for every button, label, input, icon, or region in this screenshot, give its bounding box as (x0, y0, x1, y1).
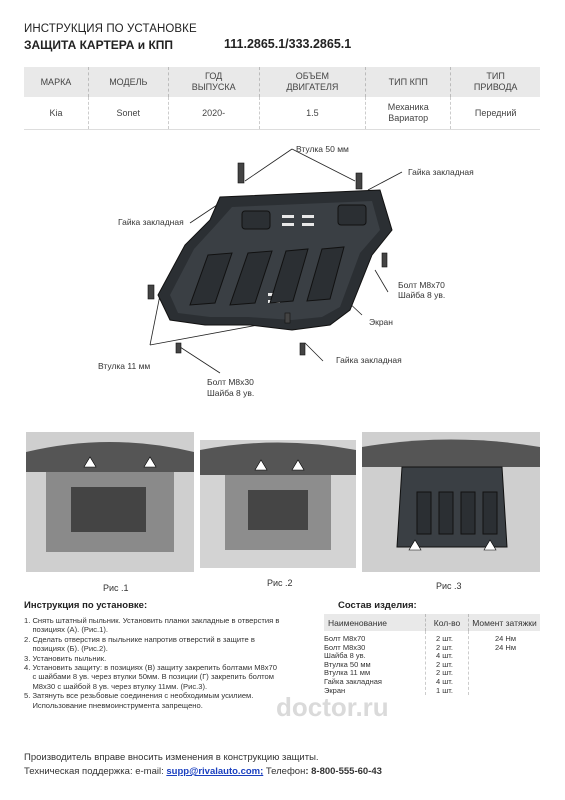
part-name: Шайба 8 ув. (324, 651, 366, 661)
footer-support: Техническая поддержка: e-mail: supp@riva… (24, 766, 382, 777)
product-title: ЗАЩИТА КАРТЕРА и КПП (24, 38, 174, 52)
part-name: Экран (324, 685, 346, 695)
instructions-text: 1. Снять штатный пыльник. Установить пла… (24, 616, 324, 710)
figure-3-label: Рис .3 (436, 581, 462, 591)
spec-header-cell: МОДЕЛЬ (87, 67, 169, 97)
part-qty: 2 шт. (436, 668, 453, 678)
exploded-diagram (147, 148, 403, 374)
parts-header-row: Наименование Кол-во Момент затяжки (324, 614, 540, 631)
spec-header-cell: ТИП КПП (365, 67, 451, 97)
footer-disclaimer: Производитель вправе вносить изменения в… (24, 752, 319, 763)
parts-names-col: Болт М8х70 Болт М8х30 Шайба 8 ув. Втулка… (324, 631, 426, 695)
instruction-line: 5. Затянуть все резьбовые соединения с н… (24, 691, 254, 701)
callout-vtulka-11: Втулка 11 мм (98, 361, 151, 371)
parts-header-qty: Кол-во (425, 614, 469, 631)
part-name: Втулка 11 мм (324, 668, 371, 678)
instruction-line: М8х30 с шайбой 8 ув. через втулку 11мм. … (24, 681, 208, 691)
spec-drive: Передний (450, 97, 540, 130)
part-name: Болт М8х30 (324, 642, 366, 652)
instruction-line: 4. Установить защиту: в позициях (В) защ… (24, 663, 277, 673)
figure-2-label: Рис .2 (267, 578, 293, 588)
instruction-line: позициях (Б). (Рис.2). (24, 644, 108, 654)
spec-make: Kia (24, 97, 89, 130)
parts-header-torque: Момент затяжки (468, 614, 540, 631)
spec-header-cell: МАРКА (24, 67, 89, 97)
support-email-link[interactable]: supp@rivalauto.com; (166, 766, 264, 777)
watermark: doctor.ru (276, 692, 389, 722)
part-qty: 2 шт. (436, 642, 453, 652)
part-torque: 24 Нм (495, 642, 516, 652)
part-number: 111.2865.1/333.2865.1 (224, 37, 352, 51)
skid-plate-drawing (157, 189, 393, 331)
parts-header-name: Наименование (324, 614, 426, 631)
part-qty: 4 шт. (436, 676, 453, 686)
callout-bolt-m8x30: Болт М8х30 (207, 377, 254, 387)
callout-gayka-left: Гайка закладная (118, 217, 184, 227)
instruction-line: с шайбами 8 ув. через втулки 50мм. В поз… (24, 672, 274, 682)
photo-figure-2 (200, 440, 356, 568)
callout-shayba-bottom: Шайба 8 ув. (207, 388, 255, 398)
part-qty: 2 шт. (436, 659, 453, 669)
instruction-line: 1. Снять штатный пыльник. Установить пла… (24, 616, 280, 625)
callout-bolt-m8x70: Болт М8х70 (398, 280, 445, 290)
instruction-line: 2. Сделать отверстия в пыльнике напротив… (24, 634, 255, 644)
callout-shayba-right: Шайба 8 ув. (398, 290, 446, 300)
parts-title: Состав изделия: (338, 600, 417, 611)
instructions-title: Инструкция по установке: (24, 600, 148, 611)
part-torque: 24 Нм (495, 634, 516, 643)
support-phone: : 8-800-555-60-43 (305, 766, 382, 777)
callout-gayka-top: Гайка закладная (408, 167, 474, 177)
fastener-icons (147, 162, 388, 356)
part-name: Гайка закладная (324, 676, 382, 686)
callout-gayka-bottom: Гайка закладная (336, 355, 402, 365)
parts-torque-col: 24 Нм 24 Нм (468, 631, 540, 696)
parts-qty-col: 2 шт. 2 шт. 4 шт. 2 шт. 2 шт. 4 шт. 1 шт… (425, 631, 469, 696)
part-qty: 2 шт. (436, 634, 453, 643)
instruction-line: Использование пневмоинструмента запрещен… (24, 700, 203, 710)
instruction-line: позициях (А). (Рис.1). (24, 625, 108, 635)
photo-figure-1 (26, 432, 194, 572)
parts-table: Наименование Кол-во Момент затяжки Болт … (324, 614, 540, 696)
instruction-line: 3. Установить пыльник. (24, 653, 107, 663)
figure-1-label: Рис .1 (103, 583, 129, 593)
part-qty: 4 шт. (436, 651, 453, 661)
callout-vtulka-50: Втулка 50 мм (296, 144, 349, 154)
parts-body: Болт М8х70 Болт М8х30 Шайба 8 ув. Втулка… (324, 631, 540, 696)
photo-figure-3 (362, 432, 540, 572)
part-name: Болт М8х70 (324, 634, 366, 643)
part-name: Втулка 50 мм (324, 659, 371, 669)
callout-ekran: Экран (369, 317, 393, 327)
spec-year: 2020- (167, 97, 260, 130)
spec-model: Sonet (87, 97, 169, 130)
spec-engine: 1.5 (258, 97, 366, 130)
document-title: ИНСТРУКЦИЯ ПО УСТАНОВКЕ (24, 23, 197, 35)
part-qty: 1 шт. (436, 685, 453, 695)
